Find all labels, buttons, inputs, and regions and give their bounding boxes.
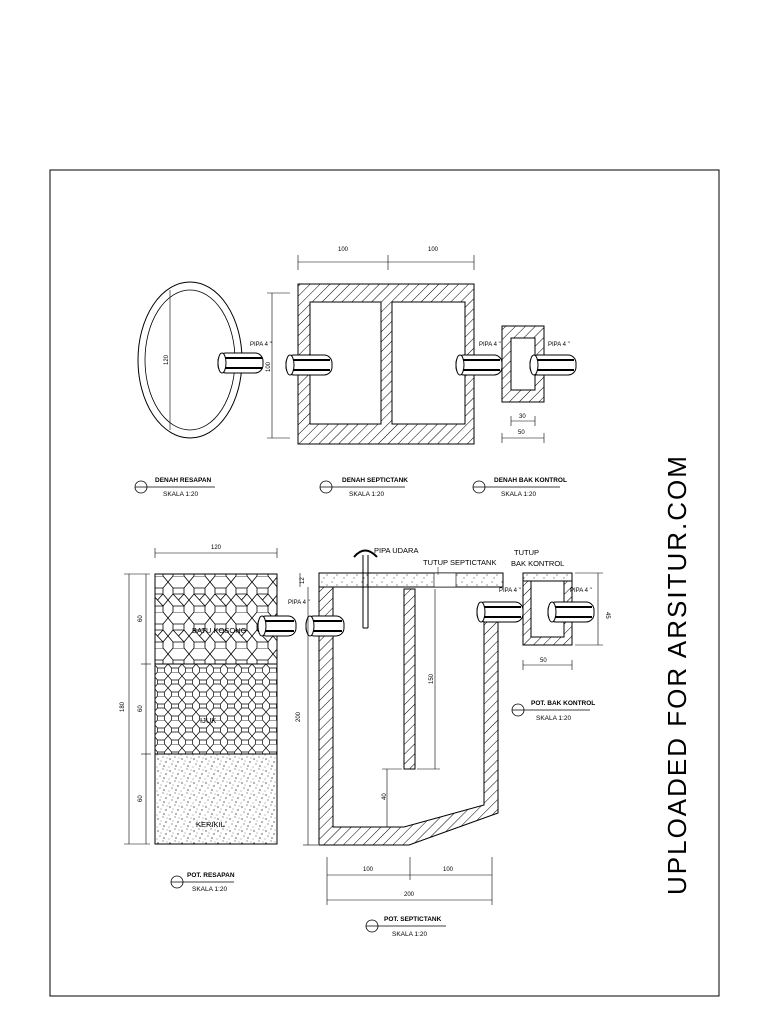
watermark-text: UPLOADED FOR ARSITUR.COM bbox=[662, 454, 692, 895]
svg-text:POT. SEPTICTANK: POT. SEPTICTANK bbox=[384, 916, 442, 923]
bak-width-dim: 50 bbox=[540, 658, 547, 664]
svg-text:SKALA 1:20: SKALA 1:20 bbox=[536, 715, 571, 722]
plan-pipe-label-1: PIPA 4 " bbox=[250, 342, 272, 348]
plan-title-resapan: DENAH RESAPAN SKALA 1:20 bbox=[134, 477, 215, 498]
plan-bak-dim-inner: 30 bbox=[519, 414, 526, 420]
section-pipe-label-1: PIPA 4 " bbox=[288, 600, 310, 606]
svg-text:60: 60 bbox=[138, 795, 144, 802]
plan-pipe-label-3: PIPA 4 " bbox=[548, 342, 570, 348]
resapan-width: 120 bbox=[211, 545, 222, 551]
septic-height-dim: 200 bbox=[296, 711, 302, 722]
septic-dim-total: 200 bbox=[404, 892, 415, 898]
septic-cover-label: TUTUP SEPTICTANK bbox=[423, 558, 496, 567]
plan-title-bakkontrol: DENAH BAK KONTROL SKALA 1:20 bbox=[472, 477, 567, 498]
bak-height-dim: 45 bbox=[604, 612, 610, 619]
plan-pipe-label-2: PIPA 4 " bbox=[479, 342, 501, 348]
plan-resapan: 120 PIPA 4 " bbox=[137, 281, 272, 439]
svg-text:60: 60 bbox=[138, 705, 144, 712]
section-septictank: PIPA UDARA TUTUP SEPTICTANK 12 200 150 4… bbox=[296, 546, 524, 905]
plan-septic-dim-right: 100 bbox=[428, 247, 439, 253]
drawing-frame bbox=[49, 169, 720, 997]
section-bakkontrol: TUTUP BAK KONTROL PIPA 4 " PIPA 4 " 45 5… bbox=[499, 548, 610, 670]
layer-label-kerikil: KERIKIL bbox=[196, 820, 225, 829]
septic-dim-left: 100 bbox=[363, 867, 374, 873]
section-title-septictank: POT. SEPTICTANK SKALA 1:20 bbox=[365, 916, 446, 938]
layer-label-ijuk: IJUK bbox=[200, 716, 216, 725]
septic-bottom-gap-dim: 40 bbox=[382, 793, 388, 800]
bak-cover-label-1: TUTUP bbox=[514, 548, 539, 557]
septic-baffle-dim: 150 bbox=[429, 673, 435, 684]
svg-text:DENAH RESAPAN: DENAH RESAPAN bbox=[155, 477, 212, 484]
svg-text:SKALA 1:20: SKALA 1:20 bbox=[192, 886, 227, 893]
plan-septictank: 100 100 100 PIPA 4 " bbox=[266, 247, 503, 445]
section-pipe-label-2: PIPA 4 " bbox=[499, 588, 521, 594]
plan-bakkontrol: PIPA 4 " 30 50 bbox=[501, 325, 577, 443]
bak-cover-label-2: BAK KONTROL bbox=[511, 559, 564, 568]
svg-text:60: 60 bbox=[138, 615, 144, 622]
svg-text:POT. RESAPAN: POT. RESAPAN bbox=[187, 872, 235, 879]
section-title-bakkontrol: POT. BAK KONTROL SKALA 1:20 bbox=[511, 700, 595, 722]
plan-bak-dim-outer: 50 bbox=[518, 430, 525, 436]
svg-text:DENAH BAK KONTROL: DENAH BAK KONTROL bbox=[494, 477, 567, 484]
resapan-diameter-label: 120 bbox=[164, 354, 170, 365]
resapan-total-height: 180 bbox=[120, 701, 126, 712]
plan-septic-dim-left: 100 bbox=[338, 247, 349, 253]
svg-text:SKALA 1:20: SKALA 1:20 bbox=[349, 491, 384, 498]
septic-dim-right: 100 bbox=[443, 867, 454, 873]
layer-label-batu: BATU KOSONG bbox=[192, 626, 247, 635]
air-pipe-label: PIPA UDARA bbox=[374, 546, 418, 555]
svg-text:SKALA 1:20: SKALA 1:20 bbox=[392, 931, 427, 938]
plan-septic-height: 100 bbox=[266, 361, 272, 372]
plan-title-septictank: DENAH SEPTICTANK SKALA 1:20 bbox=[319, 477, 408, 498]
svg-text:POT. BAK KONTROL: POT. BAK KONTROL bbox=[531, 700, 595, 707]
septic-top-slab-dim: 12 bbox=[300, 577, 306, 584]
svg-text:SKALA 1:20: SKALA 1:20 bbox=[163, 491, 198, 498]
section-pipe-label-3: PIPA 4 " bbox=[570, 588, 592, 594]
svg-text:DENAH SEPTICTANK: DENAH SEPTICTANK bbox=[342, 477, 408, 484]
svg-text:SKALA 1:20: SKALA 1:20 bbox=[501, 491, 536, 498]
section-title-resapan: POT. RESAPAN SKALA 1:20 bbox=[170, 872, 235, 893]
section-resapan: BATU KOSONG IJUK KERIKIL 120 180 60 60 6… bbox=[120, 545, 310, 845]
